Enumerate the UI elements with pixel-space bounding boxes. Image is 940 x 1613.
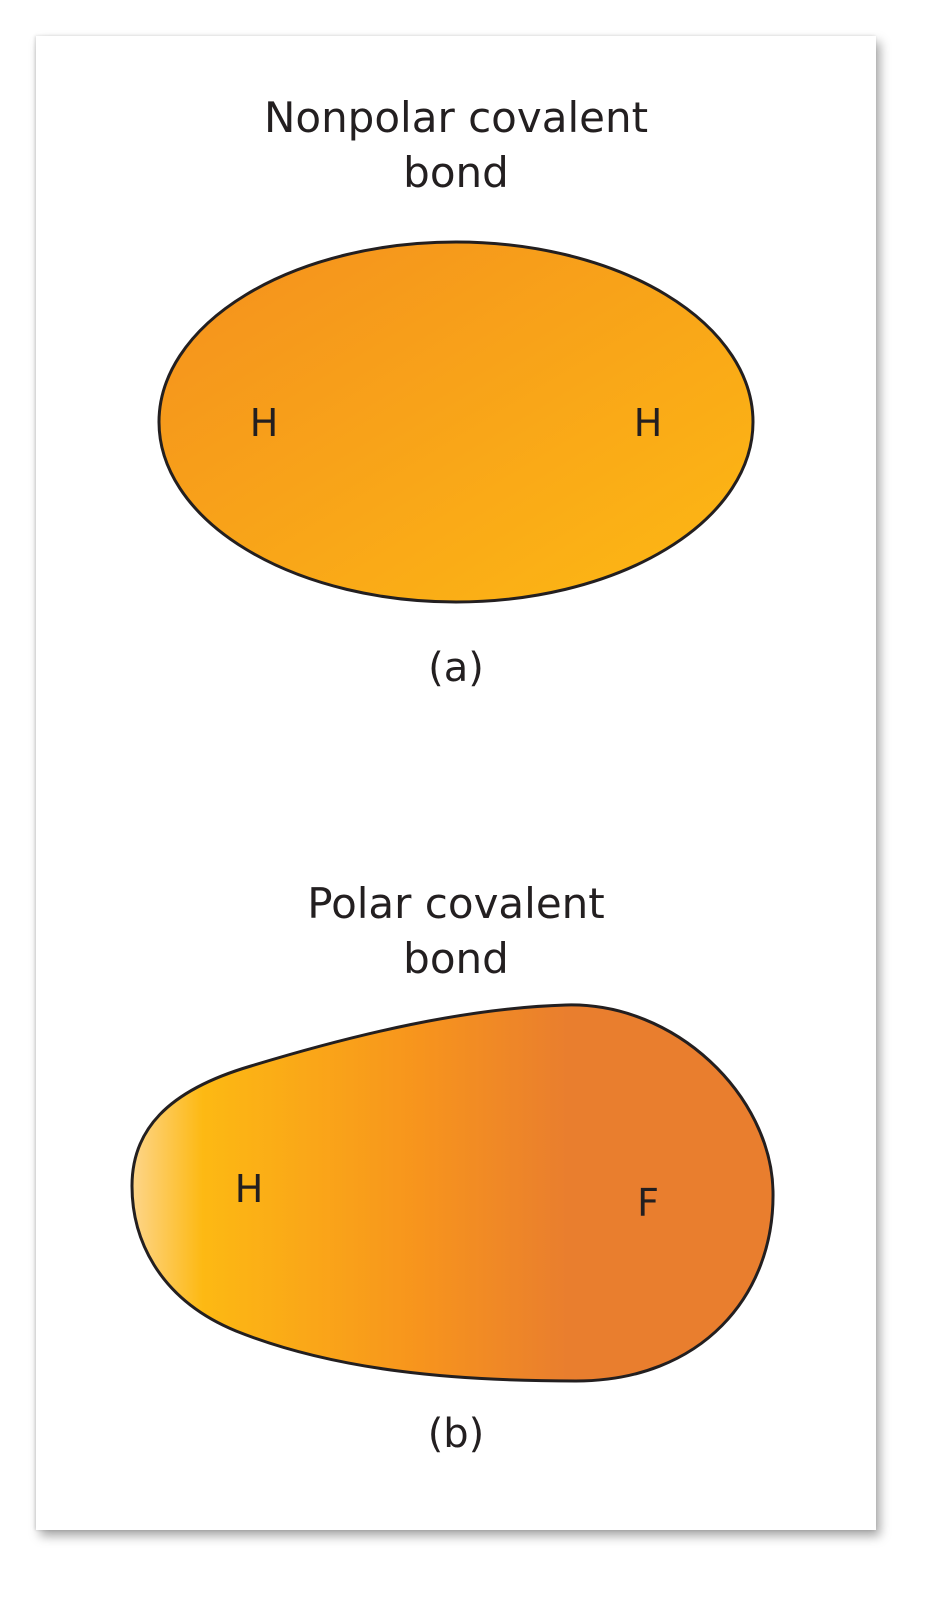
polar-bond-title: Polar covalent bond xyxy=(307,879,605,983)
polar-atom-right-label: F xyxy=(637,1181,659,1225)
polar-atom-left-label: H xyxy=(235,1167,264,1211)
polar-electron-cloud xyxy=(130,1003,775,1383)
nonpolar-atom-right-label: H xyxy=(634,401,663,445)
nonpolar-electron-cloud xyxy=(157,240,755,604)
figure-frame: Nonpolar covalent bond H H H F (a) Polar… xyxy=(36,36,876,1530)
nonpolar-atom-left-label: H xyxy=(250,401,279,445)
panel-b-caption: (b) xyxy=(427,1411,485,1457)
bond-diagrams: H H H F xyxy=(130,240,775,1383)
nonpolar-bond-title: Nonpolar covalent bond xyxy=(263,93,649,197)
panel-a-caption: (a) xyxy=(428,645,484,691)
